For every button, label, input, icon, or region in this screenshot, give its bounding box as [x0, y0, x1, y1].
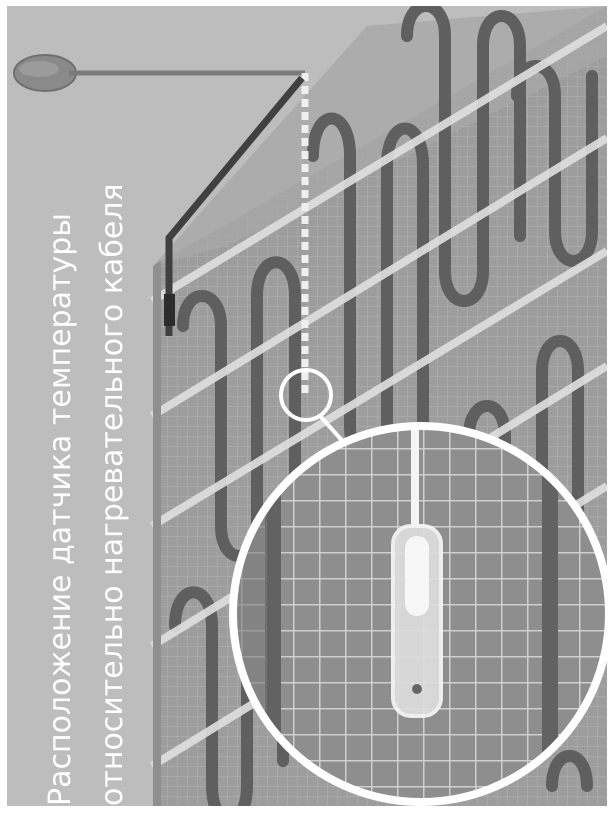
caption-block: Расположение датчика температуры относит… [35, 42, 153, 806]
caption-line-2: относительно нагревательного кабеля [87, 42, 139, 806]
diagram-panel: Расположение датчика температуры относит… [7, 6, 607, 806]
cable-coupling [164, 294, 175, 326]
caption-line-1: Расположение датчика температуры [35, 42, 87, 806]
wall-edge-shadow [153, 261, 161, 806]
caption-rotated-text: Расположение датчика температуры относит… [35, 42, 139, 806]
